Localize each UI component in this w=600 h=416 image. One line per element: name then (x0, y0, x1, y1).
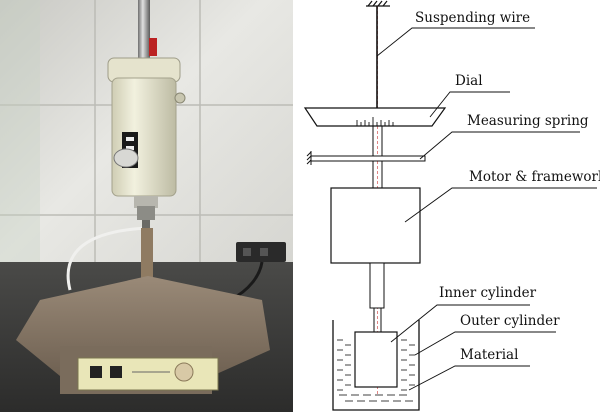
viscometer-schematic: Suspending wire Dial Measuring spring Mo… (293, 0, 600, 412)
spindle (369, 262, 385, 309)
label-outer-cylinder: Outer cylinder (460, 313, 560, 329)
leader-outer-cylinder (414, 331, 556, 356)
adjust-knob (113, 148, 139, 168)
leader-measuring-spring (419, 131, 580, 160)
label-measuring-spring: Measuring spring (467, 113, 589, 129)
label-material: Material (460, 347, 518, 363)
viscometer-photo-illustration (0, 0, 293, 412)
label-inner-cylinder: Inner cylinder (439, 285, 537, 301)
label-dial: Dial (455, 73, 483, 89)
motor-framework (330, 187, 421, 264)
support-rod (138, 0, 150, 70)
ceiling-mount (366, 0, 390, 7)
outer-cylinder (332, 320, 420, 411)
spring-mount (306, 151, 312, 165)
leader-suspending-wire (376, 27, 535, 57)
inner-cylinder (354, 331, 398, 388)
viscometer-photo (0, 0, 293, 412)
speed-knob (174, 362, 194, 382)
clamp-marker (149, 38, 157, 56)
coupling-upper (134, 196, 158, 208)
measuring-spring (310, 155, 426, 162)
side-knob (174, 92, 186, 104)
dial (303, 107, 447, 127)
leader-lines (376, 27, 597, 391)
coupling-lower (137, 206, 155, 220)
leader-motor-framework (404, 187, 597, 223)
motor-housing (111, 77, 177, 197)
power-cable (66, 226, 151, 291)
leader-dial (429, 91, 510, 118)
spindle-column (141, 228, 153, 288)
label-motor-framework: Motor & framework (469, 169, 600, 185)
leader-material (408, 365, 530, 391)
material-fill (337, 339, 415, 402)
leader-inner-cylinder (390, 304, 530, 343)
schematic-canvas: Suspending wire Dial Measuring spring Mo… (303, 0, 600, 411)
label-suspending-wire: Suspending wire (415, 10, 530, 26)
